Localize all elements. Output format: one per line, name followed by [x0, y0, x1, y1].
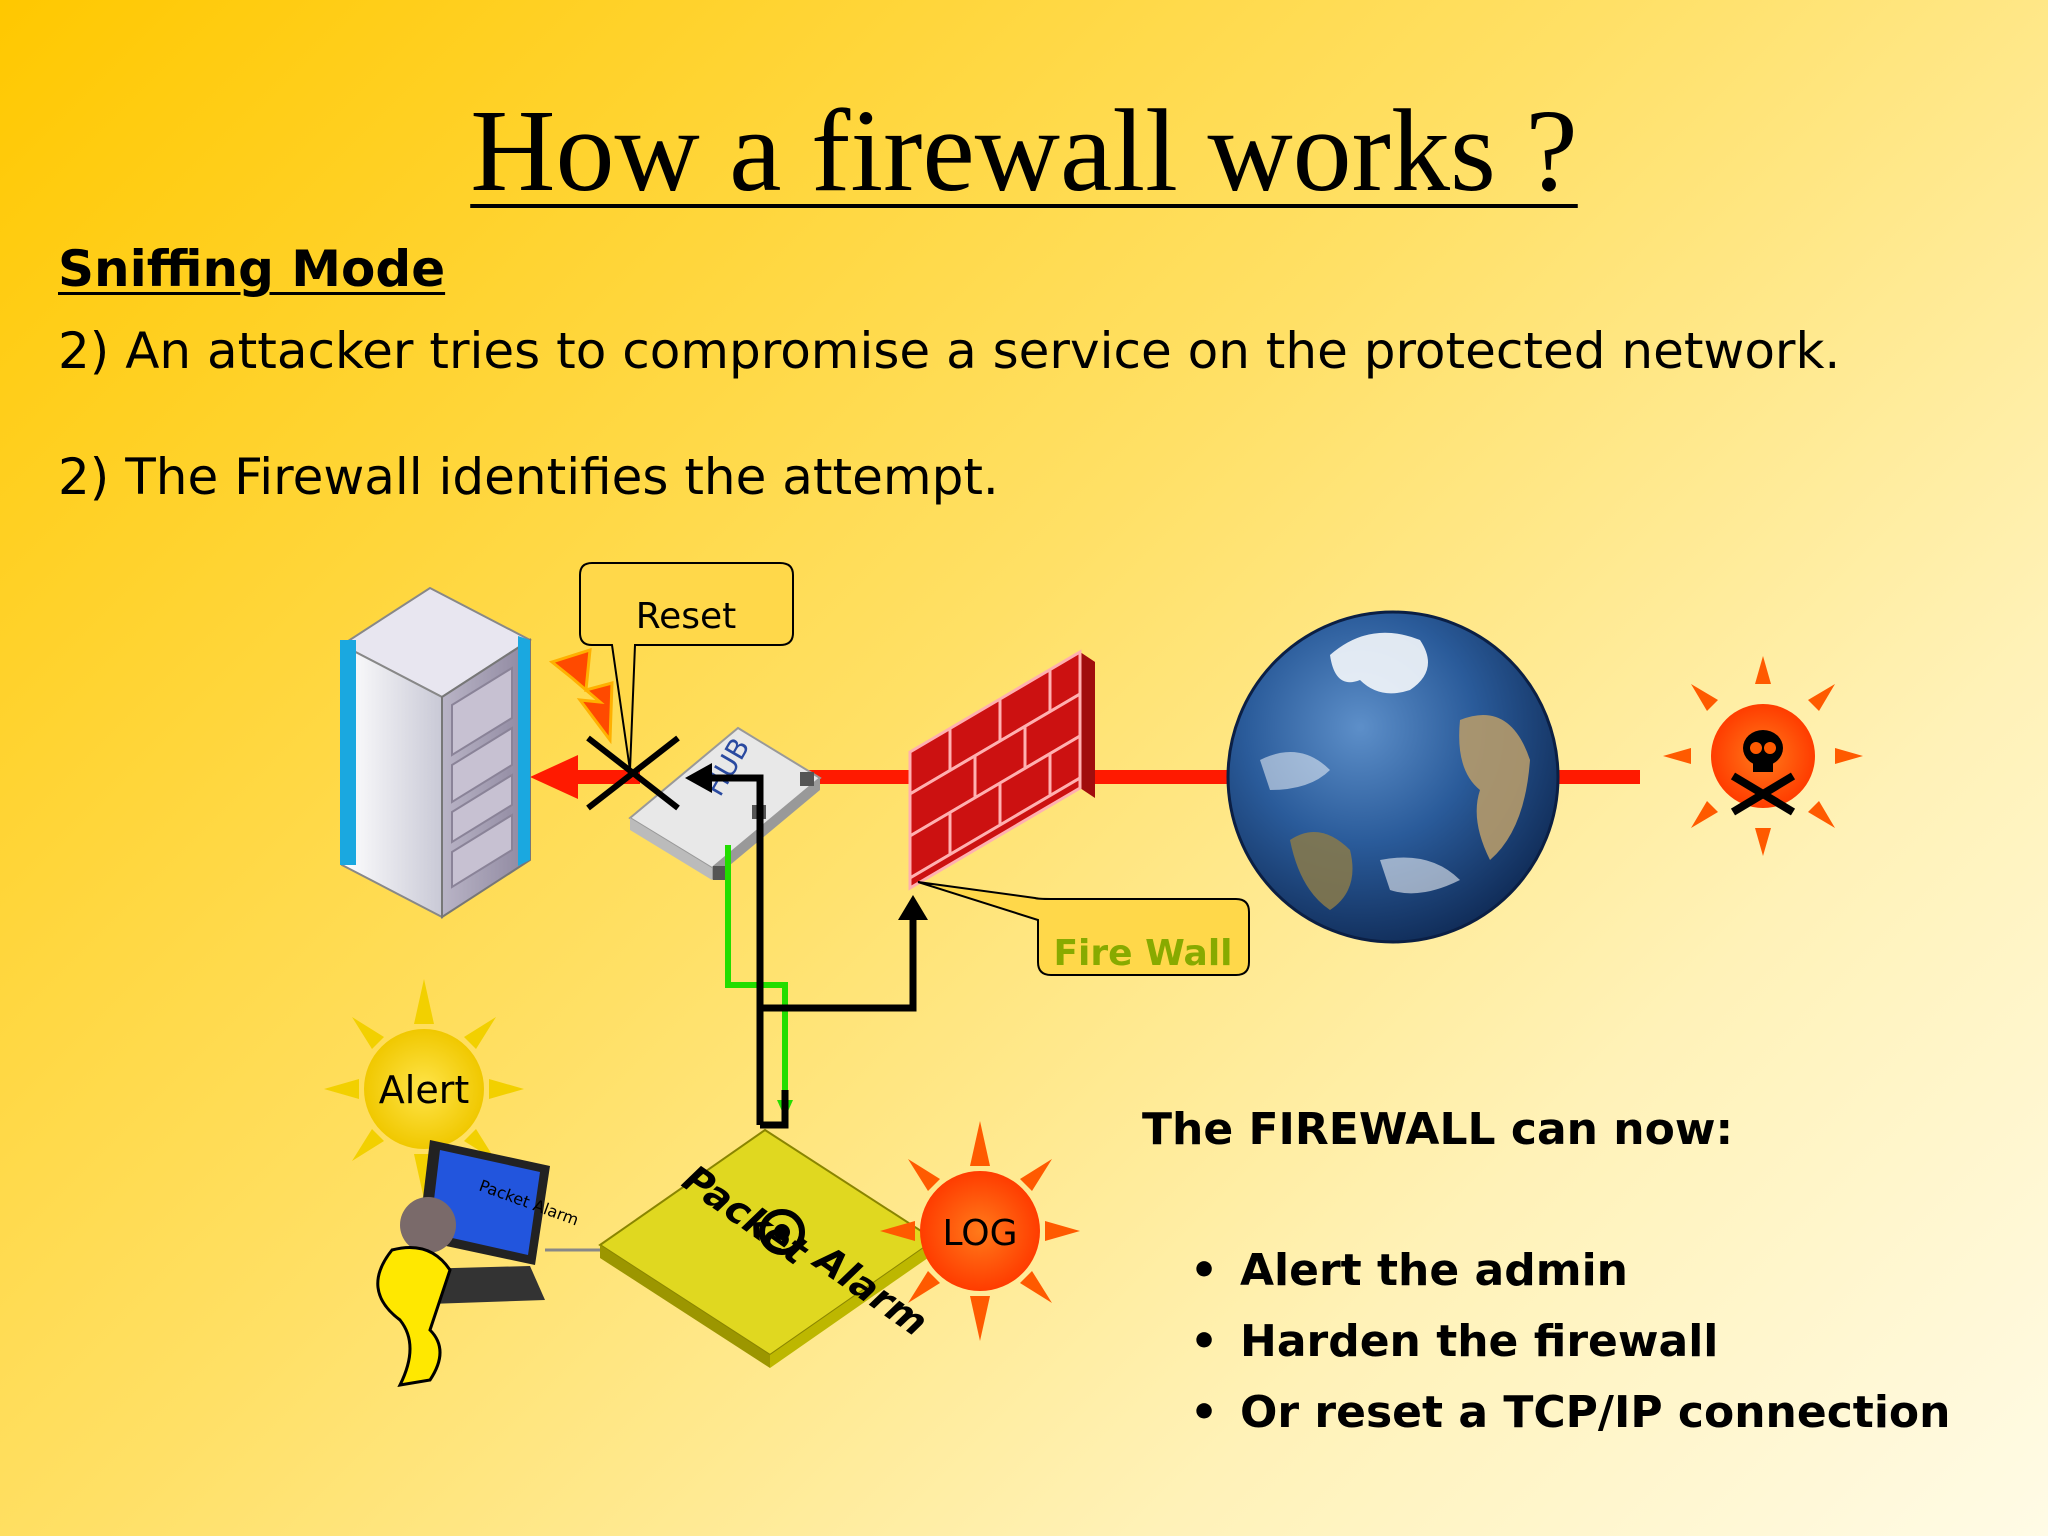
globe-icon [1226, 610, 1560, 944]
capability-item: •Or reset a TCP/IP connection [1190, 1387, 1951, 1438]
reset-callout: Reset [579, 562, 794, 771]
firewall-callout: Fire Wall [917, 881, 1250, 976]
capabilities-heading: The FIREWALL can now: [1142, 1104, 1734, 1155]
bullet-icon: • [1190, 1387, 1219, 1438]
attack-arrowhead [530, 755, 578, 799]
step-text-2: 2) The Firewall identifies the attempt. [58, 448, 999, 506]
capability-item: •Harden the firewall [1190, 1316, 1719, 1367]
admin-user-icon: Packet Alarm [376, 1140, 600, 1387]
section-heading: Sniffing Mode [58, 240, 446, 298]
capability-item: •Alert the admin [1190, 1245, 1628, 1296]
attacker-skull-icon [1663, 656, 1863, 856]
bullet-icon: • [1190, 1316, 1219, 1367]
slide-title: How a firewall works ? [470, 85, 1578, 216]
firewall-brick-icon [908, 649, 1095, 891]
firewall-label: Fire Wall [1053, 933, 1232, 974]
harden-path [760, 915, 917, 1012]
log-sun-icon: LOG [880, 1121, 1080, 1341]
lightning-bolt-icon [548, 647, 614, 745]
packet-alarm-device-icon: Packet Alarm [598, 1128, 937, 1368]
reset-label: Reset [636, 596, 737, 637]
server-rack-icon [340, 586, 532, 919]
step-text-1: 2) An attacker tries to compromise a ser… [58, 322, 1841, 380]
blocked-x-icon [586, 735, 680, 811]
capabilities-list: •Alert the admin •Harden the firewall •O… [1190, 1245, 1951, 1458]
log-label: LOG [942, 1213, 1017, 1254]
bullet-icon: • [1190, 1245, 1219, 1296]
alert-label: Alert [379, 1068, 469, 1112]
